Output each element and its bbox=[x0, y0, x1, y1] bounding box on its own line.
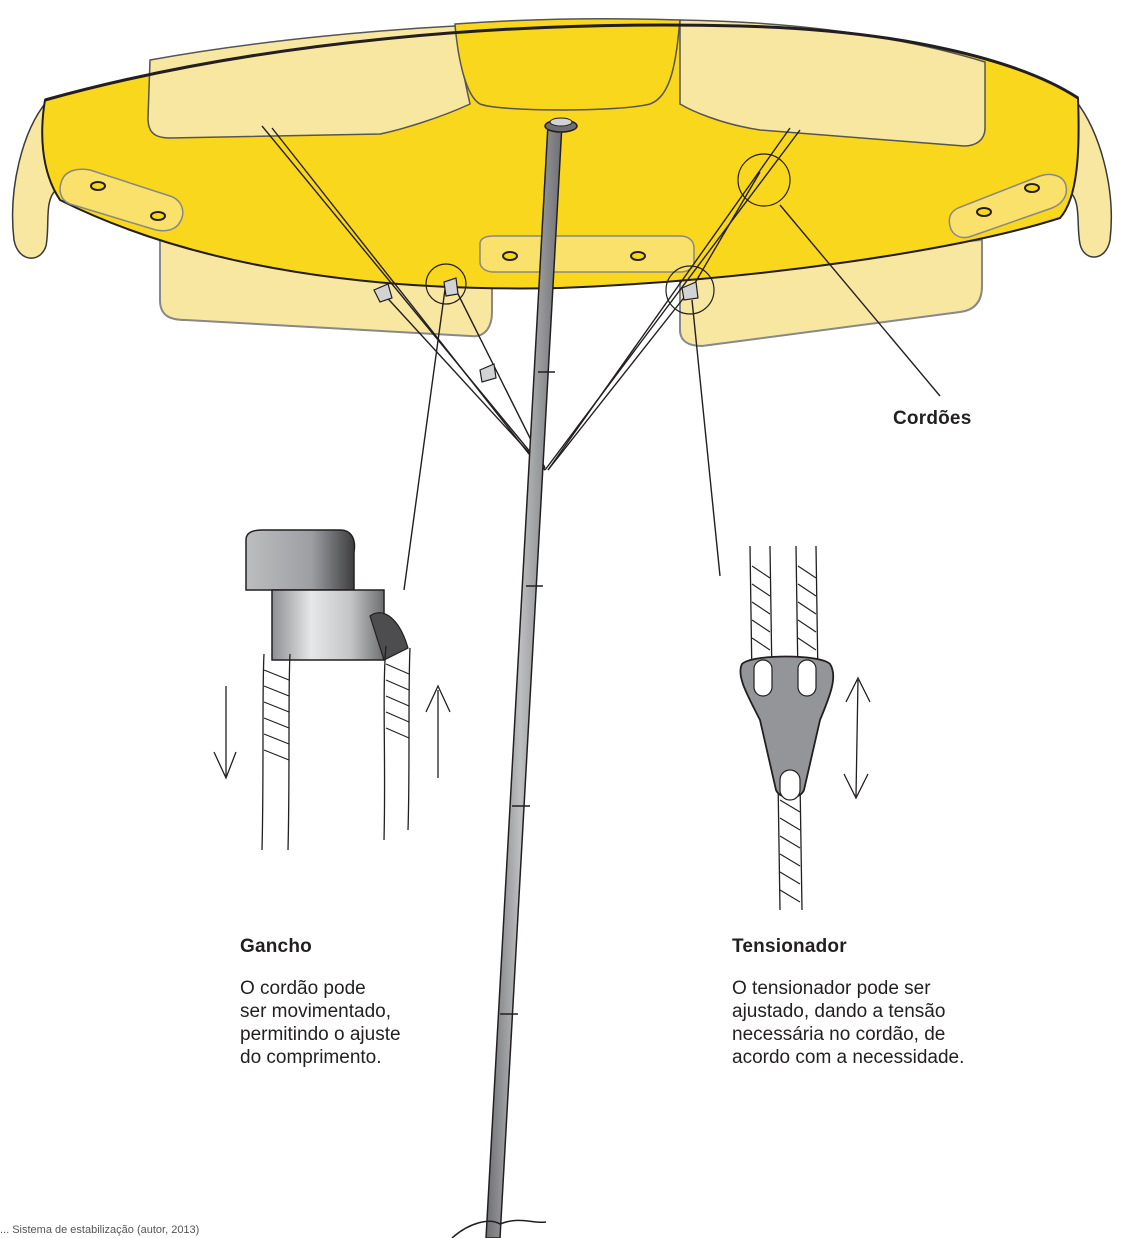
hook-icon bbox=[246, 530, 410, 850]
double-arrow-icon bbox=[844, 678, 870, 798]
tensionador-description: O tensionador pode ser ajustado, dando a… bbox=[732, 977, 992, 1069]
gancho-title: Gancho bbox=[240, 936, 312, 958]
gancho-description: O cordão pode ser movimentado, permitind… bbox=[240, 977, 440, 1069]
canopy-panel-top-center bbox=[455, 19, 680, 110]
canopy-panel-top-left bbox=[148, 26, 470, 138]
tensionador-title: Tensionador bbox=[732, 936, 847, 958]
canopy bbox=[13, 19, 1112, 346]
arrow-down-icon bbox=[214, 686, 236, 778]
tensioner-icon bbox=[740, 546, 833, 910]
arrow-up-icon bbox=[426, 686, 450, 778]
figure-caption: ... Sistema de estabilização (autor, 201… bbox=[0, 1224, 199, 1236]
cordoes-label: Cordões bbox=[893, 408, 971, 430]
